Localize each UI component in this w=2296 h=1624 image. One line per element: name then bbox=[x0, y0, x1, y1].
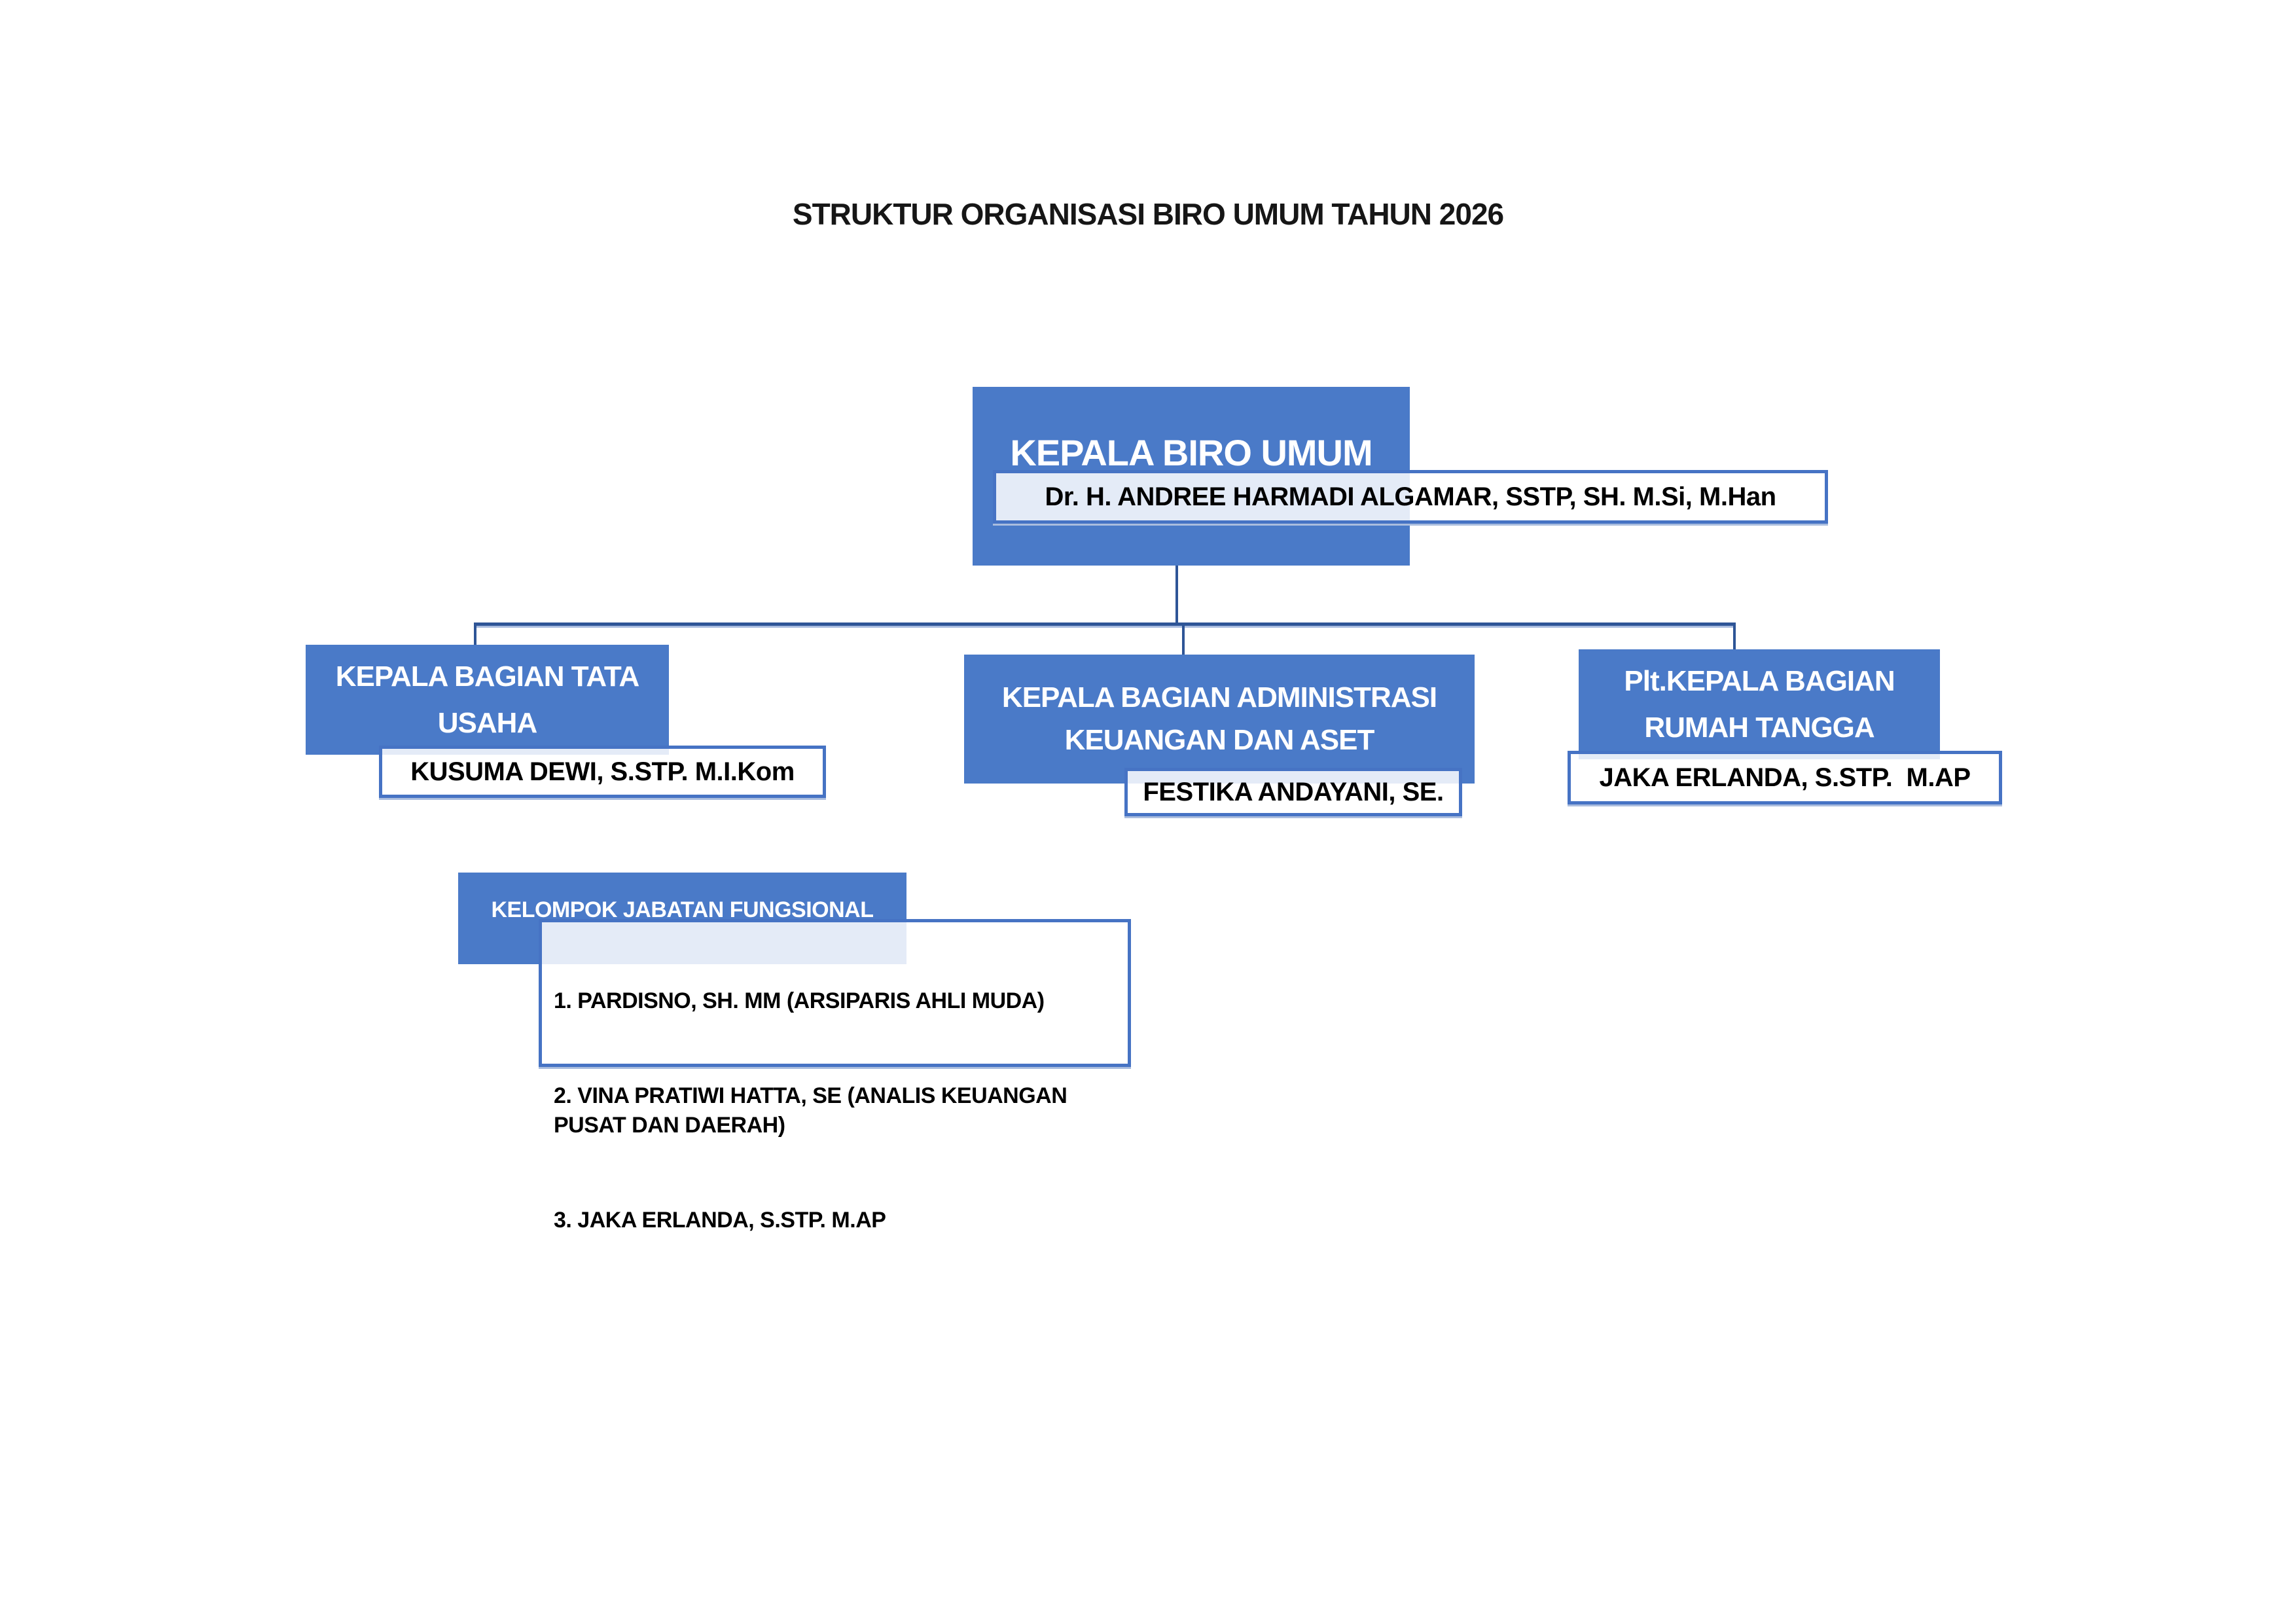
node-rumah-tangga-title: Plt.KEPALA BAGIAN RUMAH TANGGA bbox=[1624, 664, 1895, 744]
node-rumah-tangga-box: Plt.KEPALA BAGIAN RUMAH TANGGA bbox=[1579, 649, 1940, 759]
node-kepala-biro-umum-name: Dr. H. ANDREE HARMADI ALGAMAR, SSTP, SH.… bbox=[1045, 482, 1776, 511]
connector-horizontal bbox=[474, 623, 1736, 628]
node-kepala-biro-umum-title: KEPALA BIRO UMUM bbox=[1010, 431, 1372, 473]
functional-member-2: 2. VINA PRATIWI HATTA, SE (ANALIS KEUANG… bbox=[554, 1083, 1073, 1138]
connector-drop-left bbox=[474, 623, 476, 646]
node-rumah-tangga-name-box: JAKA ERLANDA, S.STP. M.AP bbox=[1568, 751, 2002, 804]
connector-drop-right bbox=[1733, 623, 1736, 651]
node-rumah-tangga-name: JAKA ERLANDA, S.STP. M.AP bbox=[1599, 763, 1971, 792]
node-adm-keuangan-aset-title: KEPALA BAGIAN ADMINISTRASI KEUANGAN DAN … bbox=[1001, 681, 1437, 756]
node-tata-usaha-box: KEPALA BAGIAN TATA USAHA bbox=[306, 645, 669, 755]
functional-member-1: 1. PARDISNO, SH. MM (ARSIPARIS AHLI MUDA… bbox=[554, 988, 1045, 1013]
node-kepala-biro-umum-name-box: Dr. H. ANDREE HARMADI ALGAMAR, SSTP, SH.… bbox=[993, 470, 1828, 524]
node-adm-keuangan-aset-name-box: FESTIKA ANDAYANI, SE. bbox=[1124, 768, 1462, 816]
functional-group-list-box: 1. PARDISNO, SH. MM (ARSIPARIS AHLI MUDA… bbox=[539, 919, 1131, 1233]
connector-drop-middle bbox=[1182, 623, 1185, 656]
node-adm-keuangan-aset-name: FESTIKA ANDAYANI, SE. bbox=[1143, 777, 1444, 806]
node-tata-usaha-name: KUSUMA DEWI, S.STP. M.I.Kom bbox=[410, 757, 795, 786]
node-tata-usaha-name-box: KUSUMA DEWI, S.STP. M.I.Kom bbox=[379, 746, 826, 798]
functional-member-3: 3. JAKA ERLANDA, S.STP. M.AP bbox=[554, 1207, 886, 1233]
node-tata-usaha-title: KEPALA BAGIAN TATA USAHA bbox=[335, 660, 640, 739]
page-title: STRUKTUR ORGANISASI BIRO UMUM TAHUN 2026 bbox=[792, 197, 1504, 231]
connector-root-stem bbox=[1175, 524, 1178, 624]
node-adm-keuangan-aset-box: KEPALA BAGIAN ADMINISTRASI KEUANGAN DAN … bbox=[964, 655, 1475, 784]
functional-group-title: KELOMPOK JABATAN FUNGSIONAL bbox=[491, 897, 874, 922]
